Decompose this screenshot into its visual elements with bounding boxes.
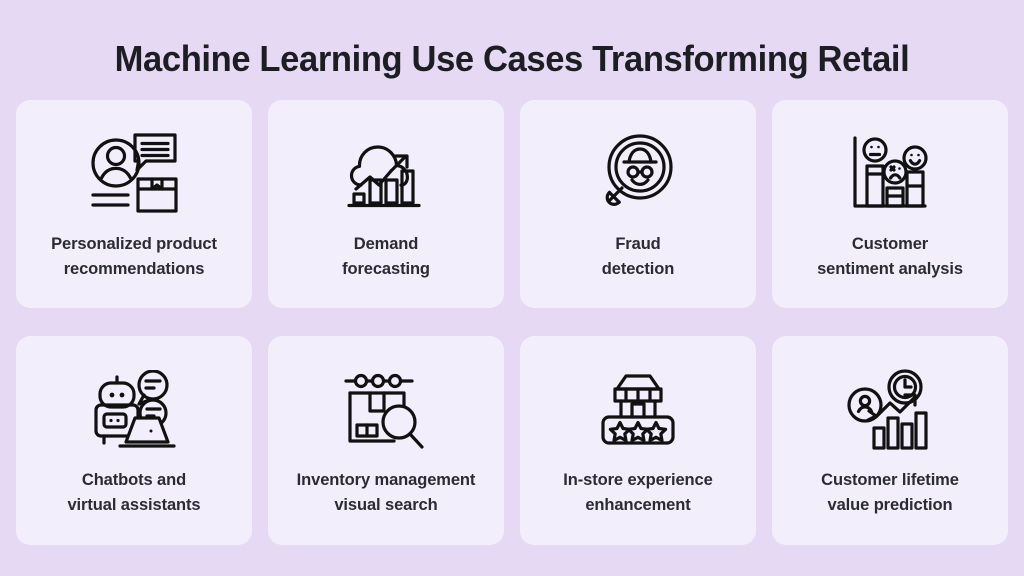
card-label: Customer sentiment analysis (817, 235, 963, 278)
page-title: Machine Learning Use Cases Transforming … (114, 38, 910, 79)
card-fraud-detection[interactable]: Fraud detection (520, 100, 756, 308)
user-chat-package-icon (86, 130, 182, 218)
card-label: Inventory management visual search (296, 471, 476, 514)
card-customer-sentiment-analysis[interactable]: Customer sentiment analysis (772, 100, 1008, 308)
magnifier-spy-icon (590, 130, 686, 218)
card-personalized-product-recommendations[interactable]: Personalized product recommendations (16, 100, 252, 308)
storefront-stars-icon (590, 366, 686, 454)
package-magnifier-icon (338, 366, 434, 454)
card-label: Fraud detection (601, 235, 675, 278)
card-in-store-experience-enhancement[interactable]: In-store experience enhancement (520, 336, 756, 545)
card-inventory-management-visual-search[interactable]: Inventory management visual search (268, 336, 504, 545)
use-case-grid: Personalized product recommendations Dem… (16, 100, 1008, 545)
card-label: Chatbots and virtual assistants (67, 471, 201, 514)
card-label: Customer lifetime value prediction (821, 471, 959, 514)
cloud-bar-chart-arrow-icon (338, 130, 434, 218)
card-label: Personalized product recommendations (51, 235, 217, 278)
card-chatbots-and-virtual-assistants[interactable]: Chatbots and virtual assistants (16, 336, 252, 545)
card-label: In-store experience enhancement (563, 471, 713, 514)
user-clock-growth-chart-icon (842, 366, 938, 454)
card-demand-forecasting[interactable]: Demand forecasting (268, 100, 504, 308)
robot-chat-laptop-icon (86, 366, 182, 454)
card-customer-lifetime-value-prediction[interactable]: Customer lifetime value prediction (772, 336, 1008, 545)
card-label: Demand forecasting (342, 235, 430, 278)
bar-chart-emoji-faces-icon (842, 130, 938, 218)
